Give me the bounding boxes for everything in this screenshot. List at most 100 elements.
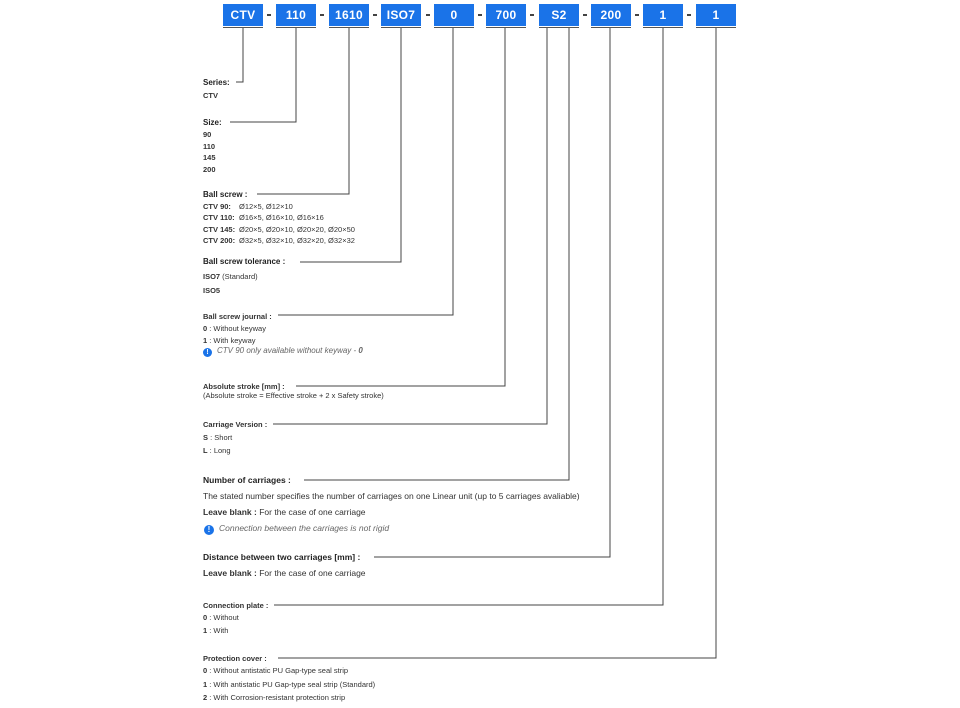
distance-blank: Leave blank : For the case of one carria… bbox=[203, 568, 366, 578]
connection-plate-title: Connection plate : bbox=[203, 601, 269, 610]
protection-cover-desc: : With antistatic PU Gap-type seal strip… bbox=[207, 680, 376, 689]
tolerance-code: ISO7 bbox=[203, 272, 221, 281]
size-value: 200 bbox=[203, 165, 216, 174]
ball-screw-row: CTV 110: Ø16×5, Ø16×10, Ø16×16 bbox=[203, 213, 324, 222]
connection-plate-option: 0 : Without bbox=[203, 613, 239, 622]
code-box-carriage-version: S2 bbox=[539, 4, 579, 26]
code-box-connection-plate: 1 bbox=[643, 4, 683, 26]
tolerance-desc: (Standard) bbox=[220, 272, 258, 281]
carriage-version-option: S : Short bbox=[203, 433, 232, 442]
underline bbox=[539, 27, 579, 28]
carriages-desc: The stated number specifies the number o… bbox=[203, 491, 580, 501]
info-icon: ! bbox=[204, 525, 214, 535]
journal-option: 1 : With keyway bbox=[203, 336, 256, 345]
series-value: CTV bbox=[203, 91, 218, 100]
size-title: Size: bbox=[203, 118, 222, 127]
separator bbox=[426, 14, 430, 16]
journal-title: Ball screw journal : bbox=[203, 312, 272, 321]
underline bbox=[434, 27, 474, 28]
ball-screw-options: Ø20×5, Ø20×10, Ø20×20, Ø20×50 bbox=[239, 225, 355, 234]
distance-blank-label: Leave blank : bbox=[203, 568, 257, 578]
carriage-version-desc: : Short bbox=[208, 433, 233, 442]
separator bbox=[583, 14, 587, 16]
carriages-blank-label: Leave blank : bbox=[203, 507, 257, 517]
ball-screw-options: Ø12×5, Ø12×10 bbox=[239, 202, 293, 211]
protection-cover-desc: : With Corrosion-resistant protection st… bbox=[207, 693, 346, 702]
code-box-journal: 0 bbox=[434, 4, 474, 26]
separator bbox=[373, 14, 377, 16]
tolerance-option: ISO5 bbox=[203, 286, 221, 295]
protection-cover-code: 2 bbox=[203, 693, 208, 702]
size-value: 110 bbox=[203, 142, 216, 151]
ball-screw-model: CTV 110: bbox=[203, 213, 235, 222]
carriage-version-desc: : Long bbox=[207, 446, 231, 455]
journal-note: !CTV 90 only available without keyway - … bbox=[203, 346, 363, 357]
connection-plate-code: 1 bbox=[203, 626, 208, 635]
code-box-tolerance: ISO7 bbox=[381, 4, 421, 26]
code-box-series: CTV bbox=[223, 4, 263, 26]
underline bbox=[486, 27, 526, 28]
ball-screw-row: CTV 145:Ø20×5, Ø20×10, Ø20×20, Ø20×50 bbox=[203, 225, 355, 234]
ball-screw-row: CTV 200:Ø32×5, Ø32×10, Ø32×20, Ø32×32 bbox=[203, 236, 355, 245]
separator bbox=[478, 14, 482, 16]
protection-cover-option: 2 : With Corrosion-resistant protection … bbox=[203, 693, 345, 702]
separator bbox=[530, 14, 534, 16]
size-value: 90 bbox=[203, 130, 212, 139]
journal-note-code: 0 bbox=[358, 346, 363, 355]
underline bbox=[591, 27, 631, 28]
tolerance-option: ISO7 (Standard) bbox=[203, 272, 258, 281]
journal-desc: : Without keyway bbox=[207, 324, 266, 333]
carriages-note: ! Connection between the carriages is not… bbox=[204, 523, 389, 535]
code-box-size: 110 bbox=[276, 4, 316, 26]
size-value: 145 bbox=[203, 153, 216, 162]
journal-note-text: CTV 90 only available without keyway - bbox=[217, 346, 359, 355]
underline bbox=[643, 27, 683, 28]
protection-cover-desc: : Without antistatic PU Gap-type seal st… bbox=[207, 666, 349, 675]
ball-screw-model: CTV 90: bbox=[203, 202, 231, 211]
carriage-version-code: S bbox=[203, 433, 209, 442]
protection-cover-option: 1 : With antistatic PU Gap-type seal str… bbox=[203, 680, 375, 689]
underline bbox=[696, 27, 736, 28]
distance-title: Distance between two carriages [mm] : bbox=[203, 552, 361, 562]
separator bbox=[267, 14, 271, 16]
connection-plate-option: 1 : With bbox=[203, 626, 228, 635]
ball-screw-options: Ø32×5, Ø32×10, Ø32×20, Ø32×32 bbox=[239, 236, 355, 245]
distance-blank-desc: For the case of one carriage bbox=[256, 568, 366, 578]
ball-screw-model: CTV 200: bbox=[203, 236, 236, 245]
connection-plate-desc: : With bbox=[207, 626, 229, 635]
ball-screw-model: CTV 145: bbox=[203, 225, 236, 234]
stroke-desc: (Absolute stroke = Effective stroke + 2 … bbox=[203, 391, 384, 400]
stroke-title: Absolute stroke [mm] : bbox=[203, 382, 285, 391]
carriages-blank: Leave blank : For the case of one carria… bbox=[203, 507, 366, 517]
journal-desc: : With keyway bbox=[207, 336, 256, 345]
journal-code: 0 bbox=[203, 324, 208, 333]
code-box-stroke: 700 bbox=[486, 4, 526, 26]
ball-screw-row: CTV 90: Ø12×5, Ø12×10 bbox=[203, 202, 293, 211]
carriage-version-title: Carriage Version : bbox=[203, 420, 268, 429]
series-title: Series: bbox=[203, 78, 230, 87]
code-box-distance: 200 bbox=[591, 4, 631, 26]
journal-code: 1 bbox=[203, 336, 208, 345]
code-box-ball-screw: 1610 bbox=[329, 4, 369, 26]
carriage-version-code: L bbox=[203, 446, 208, 455]
underline bbox=[223, 27, 263, 28]
journal-option: 0 : Without keyway bbox=[203, 324, 266, 333]
protection-cover-title: Protection cover : bbox=[203, 654, 267, 663]
protection-cover-option: 0 : Without antistatic PU Gap-type seal … bbox=[203, 666, 348, 675]
info-icon: ! bbox=[203, 348, 212, 357]
protection-cover-code: 1 bbox=[203, 680, 208, 689]
separator bbox=[635, 14, 639, 16]
tolerance-title: Ball screw tolerance : bbox=[203, 257, 286, 266]
carriages-note-text: Connection between the carriages is not … bbox=[219, 523, 390, 533]
underline bbox=[329, 27, 369, 28]
underline bbox=[381, 27, 421, 28]
connection-plate-desc: : Without bbox=[207, 613, 239, 622]
underline bbox=[276, 27, 316, 28]
separator bbox=[320, 14, 324, 16]
code-box-protection-cover: 1 bbox=[696, 4, 736, 26]
carriages-blank-desc: For the case of one carriage bbox=[256, 507, 366, 517]
separator bbox=[687, 14, 691, 16]
ball-screw-options: Ø16×5, Ø16×10, Ø16×16 bbox=[239, 213, 324, 222]
connection-plate-code: 0 bbox=[203, 613, 208, 622]
protection-cover-code: 0 bbox=[203, 666, 208, 675]
